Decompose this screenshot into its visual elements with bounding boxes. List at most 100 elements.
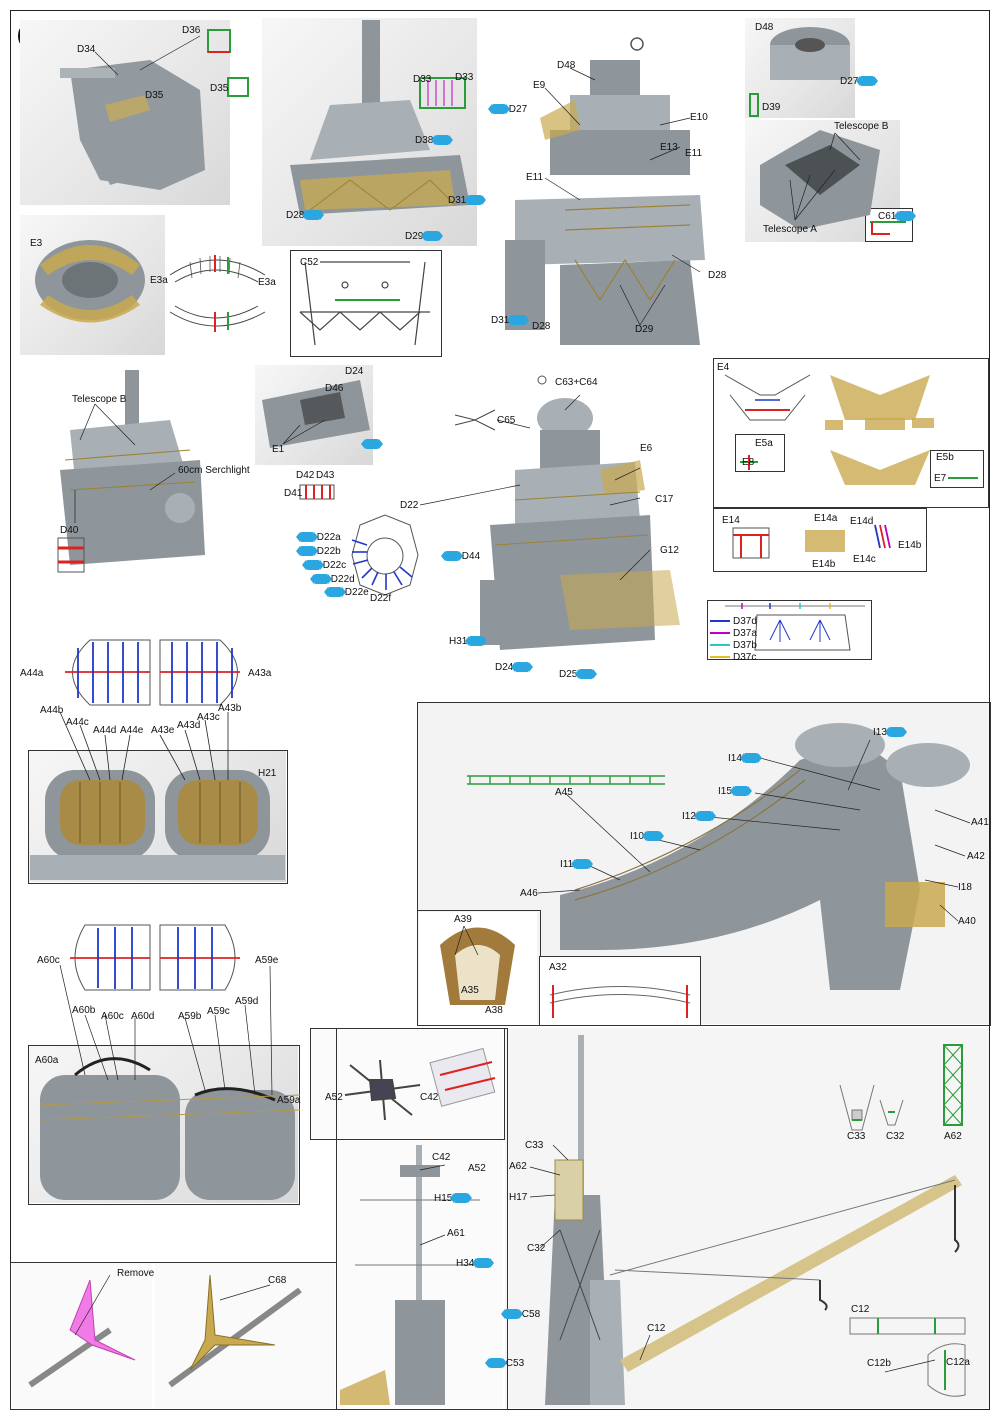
c42-model	[429, 1047, 496, 1107]
label-i11: I11	[560, 859, 594, 870]
label-a59b: A59b	[178, 1011, 202, 1022]
label-a60c: A60c	[37, 955, 60, 966]
label-a61: A61	[447, 1228, 465, 1239]
label-a52b: A52	[468, 1163, 486, 1174]
arrow-icon	[488, 104, 510, 115]
label-c33: C33	[525, 1140, 544, 1151]
label-d37a: D37a	[733, 628, 757, 639]
label-c32: C32	[527, 1243, 546, 1254]
label-d42: D42	[296, 470, 315, 481]
d41-icon	[299, 484, 335, 500]
label-i10: I10	[630, 831, 664, 842]
funnel-top-model	[30, 770, 285, 880]
e5b-box	[930, 450, 984, 488]
label-a52: A52	[325, 1092, 343, 1103]
label-a46: A46	[520, 888, 538, 899]
e4-parts	[825, 375, 934, 485]
e5a-box	[735, 434, 785, 472]
arrow-icon	[511, 662, 534, 673]
label-d22f: D22f	[370, 593, 392, 604]
label-c12a: C12a	[946, 1357, 970, 1368]
director-model	[60, 60, 205, 190]
label-i15: I15	[718, 786, 752, 797]
label-d22a: D22a	[296, 532, 341, 543]
mast-box	[336, 1028, 508, 1410]
photo-c68	[155, 1262, 335, 1408]
label-e10: E10	[690, 112, 708, 123]
label-a39: A39	[454, 914, 472, 925]
label-a62b: A62	[944, 1131, 962, 1142]
label-e14d: E14d	[850, 516, 874, 527]
arrow-icon	[296, 532, 318, 543]
label-d48: D48	[557, 60, 576, 71]
label-d39: D39	[762, 102, 781, 113]
funnel-model	[560, 723, 970, 990]
funnel-cap-box	[28, 1045, 300, 1205]
label-searchlight: 60cm Serchlight	[178, 465, 250, 476]
label-g12: G12	[660, 545, 679, 556]
arrow-icon	[884, 727, 907, 738]
label-d34: D34	[77, 44, 96, 55]
c65-icon	[454, 409, 496, 431]
label-i14: I14	[728, 753, 762, 764]
label-e7: E7	[934, 473, 947, 484]
arrow-e1	[361, 439, 383, 450]
label-a44d: A44d	[93, 725, 117, 736]
label-d37c: D37c	[733, 652, 757, 663]
label-d33b: D33	[455, 72, 474, 83]
label-a59d: A59d	[235, 996, 259, 1007]
bridge-tower-model	[505, 37, 705, 345]
e14-drawing	[732, 524, 891, 559]
label-a60d: A60d	[131, 1011, 155, 1022]
arrow-icon	[421, 231, 444, 242]
label-e11: E11	[685, 148, 703, 159]
label-a62: A62	[509, 1161, 527, 1172]
funnel-top-box	[28, 750, 288, 884]
label-e14b: E14b	[898, 540, 922, 551]
d40-icon	[57, 537, 85, 573]
label-d27b: D27	[840, 76, 879, 87]
label-c68: C68	[268, 1275, 287, 1286]
label-d29b: D29	[635, 324, 654, 335]
arrow-icon	[575, 669, 598, 680]
label-e11b: E11	[526, 172, 544, 183]
label-d31b: D31	[491, 315, 530, 326]
c52-box	[290, 250, 442, 357]
label-c12: C12	[647, 1323, 666, 1334]
arrow-icon	[485, 1358, 507, 1369]
label-e5b: E5b	[936, 452, 954, 463]
a39-model	[440, 927, 515, 1005]
label-d48b: D48	[755, 22, 774, 33]
a44-a43-grid	[65, 639, 240, 706]
label-d35: D35	[145, 90, 164, 101]
leader-lines	[59, 35, 971, 1373]
label-a35: A35	[461, 985, 479, 996]
label-c12b-top: C12	[851, 1304, 870, 1315]
c12-icons	[849, 1317, 966, 1397]
label-d22b: D22b	[296, 546, 341, 557]
label-a60b: A60b	[72, 1005, 96, 1016]
label-a59a: A59a	[277, 1095, 301, 1106]
label-a43d: A43d	[177, 720, 201, 731]
label-e3: E3	[30, 238, 43, 249]
d36-icon	[207, 29, 231, 53]
label-a60c2: A60c	[101, 1011, 124, 1022]
label-d36: D36	[182, 25, 201, 36]
label-c12b: C12b	[867, 1358, 891, 1369]
arrow-icon	[472, 1258, 495, 1269]
d35-icon	[227, 77, 249, 97]
label-d46: D46	[325, 383, 344, 394]
a32-drawing	[549, 985, 691, 1018]
label-d29: D29	[405, 231, 444, 242]
label-c63: C63+C64	[555, 377, 598, 388]
mast-model	[340, 1145, 485, 1405]
d33-icon	[419, 77, 466, 109]
label-i12: I12	[682, 811, 716, 822]
e4-drawing	[724, 374, 978, 479]
e3-model	[35, 240, 145, 323]
label-d28b: D28	[532, 321, 551, 332]
label-e6: E6	[640, 443, 653, 454]
tower-base-model	[290, 20, 470, 215]
label-a44a: A44a	[20, 668, 44, 679]
a44-leaders	[59, 711, 229, 781]
